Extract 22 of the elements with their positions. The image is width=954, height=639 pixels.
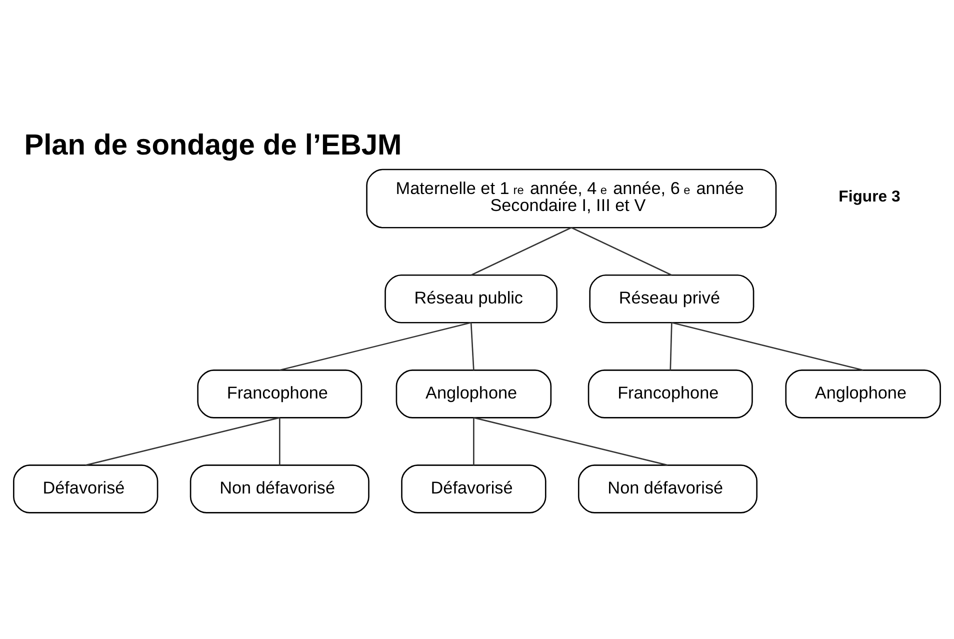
connector bbox=[280, 322, 472, 370]
node-box: Non défavorisé bbox=[578, 464, 758, 513]
connector bbox=[670, 322, 672, 370]
node-box: Non défavorisé bbox=[190, 464, 370, 513]
node-box: Défavorisé bbox=[401, 464, 546, 513]
node-box: Francophone bbox=[588, 369, 753, 418]
node-box: Réseau privé bbox=[589, 274, 754, 323]
node-box: Défavorisé bbox=[13, 464, 158, 513]
connector bbox=[474, 416, 668, 466]
node-box: Francophone bbox=[197, 369, 362, 418]
connector bbox=[470, 226, 572, 276]
connector bbox=[672, 322, 864, 370]
connector bbox=[571, 226, 672, 276]
connector bbox=[473, 417, 474, 465]
connector bbox=[279, 417, 280, 465]
diagram-title: Plan de sondage de l’EBJM bbox=[24, 128, 402, 161]
label: Figure 3 bbox=[838, 188, 900, 205]
node-box: Réseau public bbox=[384, 274, 558, 323]
node-box: Anglophone bbox=[396, 369, 552, 418]
connector bbox=[85, 416, 280, 466]
connector bbox=[470, 322, 474, 370]
node-box: Anglophone bbox=[785, 369, 941, 418]
